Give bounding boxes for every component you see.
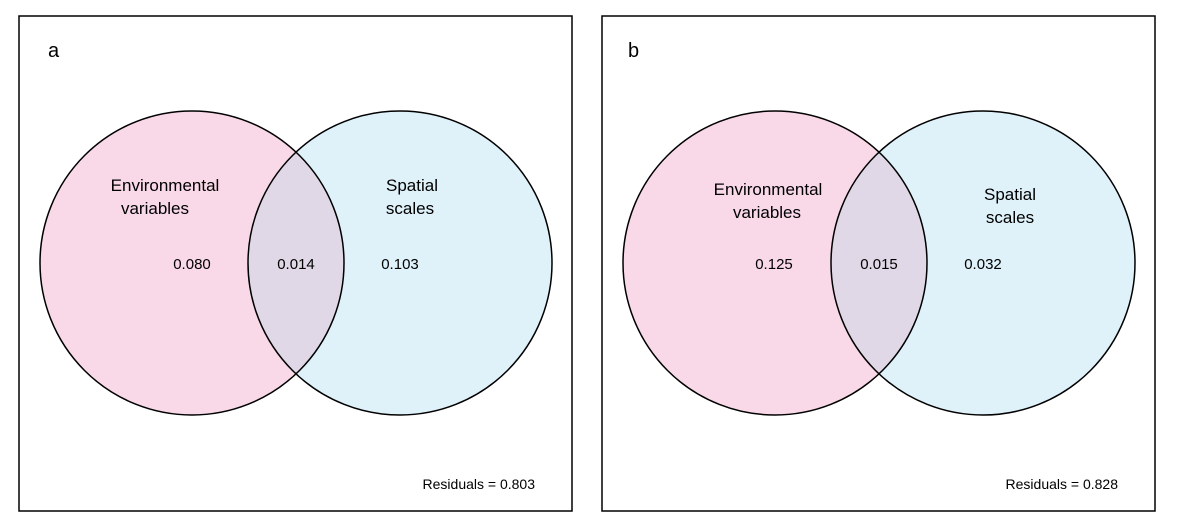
shared-value: 0.014: [277, 256, 315, 273]
right-set-label-line2: scales: [386, 199, 434, 218]
right-set-label-line1: Spatial: [984, 185, 1036, 204]
environmental-variables-outline: [622, 110, 928, 416]
right-only-value: 0.103: [381, 256, 419, 273]
left-set-label-line2: variables: [733, 203, 801, 222]
left-set-label-line1: Environmental: [111, 176, 220, 195]
left-only-value: 0.125: [755, 256, 793, 273]
panel-b-letter: b: [628, 40, 639, 62]
left-set-label-line1: Environmental: [714, 180, 823, 199]
panel-b: b Environmental variables Spatial scales…: [601, 15, 1156, 512]
right-set-label-line1: Spatial: [386, 176, 438, 195]
panel-a-letter: a: [48, 40, 60, 62]
right-set-label-line2: scales: [986, 208, 1034, 227]
right-only-value: 0.032: [964, 256, 1002, 273]
left-set-label-line2: variables: [121, 199, 189, 218]
shared-value: 0.015: [860, 256, 898, 273]
left-only-value: 0.080: [173, 256, 211, 273]
residuals-label: Residuals = 0.828: [1006, 476, 1119, 492]
panel-a: a Environmental variables Spatial scales…: [18, 15, 573, 512]
residuals-label: Residuals = 0.803: [423, 476, 536, 492]
spatial-scales-outline: [247, 110, 553, 416]
spatial-scales-outline: [830, 110, 1136, 416]
environmental-variables-outline: [39, 110, 345, 416]
